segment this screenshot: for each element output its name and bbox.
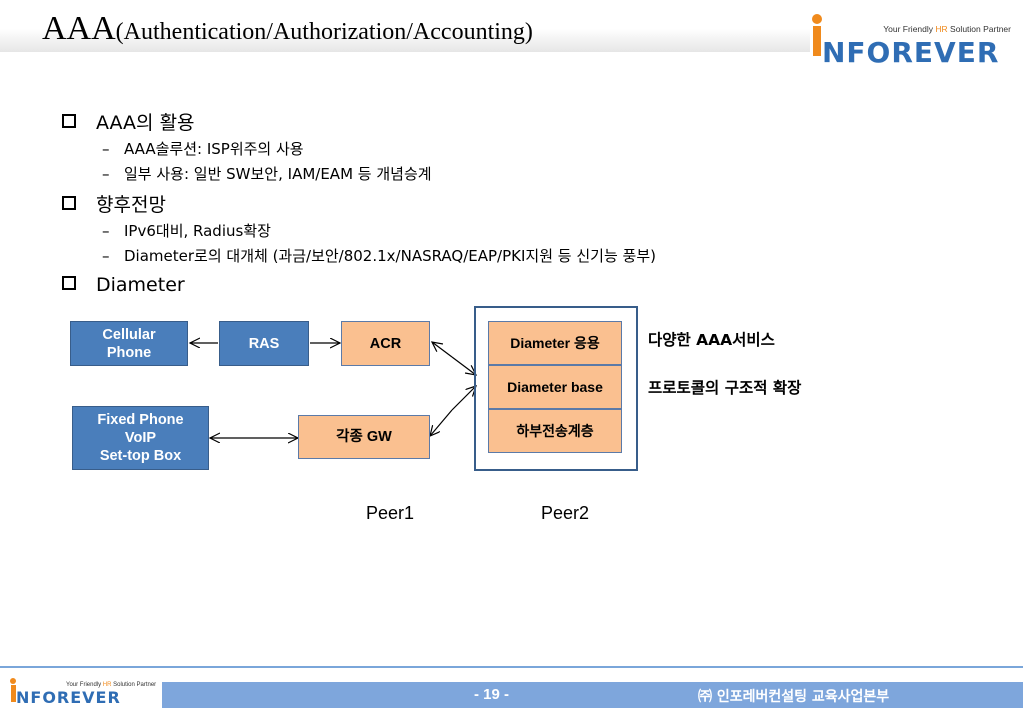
footer-bar: [162, 682, 1023, 708]
label-protocol-extension: 프로토콜의 구조적 확장: [648, 379, 802, 397]
logo-tagline-post: Solution Partner: [947, 24, 1011, 34]
arrow-gw-peer2: [451, 386, 476, 411]
footer-logo: Your Friendly HR Solution Partner NFOREV…: [8, 676, 158, 707]
sub-bullet: –Diameter로의 대개체 (과금/보안/802.1x/NASRAQ/EAP…: [102, 247, 656, 265]
sub-bullet-text: AAA솔루션: ISP위주의 사용: [124, 140, 304, 158]
bullet-text: Diameter: [96, 274, 185, 296]
footer-logo-wordmark: NFOREVER: [16, 688, 121, 707]
slide-title: AAA(Authentication/Authorization/Account…: [42, 10, 533, 48]
sub-bullet: –IPv6대비, Radius확장: [102, 222, 271, 240]
bullet-outlook: 향후전망: [62, 190, 166, 217]
bullet-text: 향후전망: [96, 194, 166, 216]
page-number: - 19 -: [474, 686, 510, 703]
title-main: AAA: [42, 10, 116, 47]
sub-bullet: –AAA솔루션: ISP위주의 사용: [102, 140, 304, 158]
label-peer2: Peer2: [541, 503, 590, 523]
node-cellular-phone: Cellular Phone: [70, 321, 188, 366]
checkbox-bullet-icon: [62, 196, 76, 210]
company-name: ㈜ 인포레버컨설팅 교육사업본부: [698, 689, 890, 705]
footer-logo-person-body: [11, 685, 16, 702]
node-fixed-phone: Fixed Phone VoIP Set-top Box: [72, 406, 209, 470]
stack-diameter-app: Diameter 응용: [488, 321, 622, 365]
label-peer1: Peer1: [366, 503, 415, 523]
checkbox-bullet-icon: [62, 114, 76, 128]
logo-person-icon: [812, 14, 822, 24]
logo-wordmark: NFOREVER: [822, 36, 1000, 69]
sub-bullet-text: Diameter로의 대개체 (과금/보안/802.1x/NASRAQ/EAP/…: [124, 247, 656, 265]
footer-logo-person-icon: [10, 678, 16, 684]
node-ras: RAS: [219, 321, 309, 366]
arrow-acr-peer2: [451, 356, 476, 375]
footer-logo-tagline-hr: HR: [102, 682, 112, 688]
sub-bullet-text: IPv6대비, Radius확장: [124, 222, 271, 240]
footer-divider: [0, 666, 1023, 668]
footer-logo-tagline-post: Solution Partner: [111, 682, 157, 688]
stack-diameter-base: Diameter base: [488, 365, 622, 409]
peer2-protocol-stack: [474, 306, 638, 471]
logo-tagline-hr: HR: [935, 24, 948, 34]
header-band: [0, 0, 810, 52]
sub-bullet: –일부 사용: 일반 SW보안, IAM/EAM 등 개념승계: [102, 165, 432, 183]
checkbox-bullet-icon: [62, 276, 76, 290]
stack-transport-layer: 하부전송계층: [488, 409, 622, 453]
company-logo: Your Friendly HR Solution Partner NFOREV…: [808, 14, 1013, 69]
bullet-diameter: Diameter: [62, 274, 185, 296]
footer-logo-tagline: Your Friendly HR Solution Partner: [66, 682, 156, 688]
node-acr: ACR: [341, 321, 430, 366]
bullet-aaa-usage: AAA의 활용: [62, 108, 195, 135]
arrow-peer2-acr: [432, 342, 453, 358]
logo-tagline: Your Friendly HR Solution Partner: [883, 24, 1011, 34]
footer-logo-tagline-pre: Your Friendly: [66, 682, 103, 688]
sub-bullet-text: 일부 사용: 일반 SW보안, IAM/EAM 등 개념승계: [124, 165, 432, 183]
logo-tagline-pre: Your Friendly: [883, 24, 936, 34]
node-gw: 각종 GW: [298, 415, 430, 459]
title-sub: (Authentication/Authorization/Accounting…: [115, 19, 533, 45]
arrow-peer2-gw: [430, 409, 453, 436]
bullet-text: AAA의 활용: [96, 112, 195, 134]
logo-person-body: [813, 26, 821, 56]
label-aaa-services: 다양한 AAA서비스: [648, 331, 775, 349]
